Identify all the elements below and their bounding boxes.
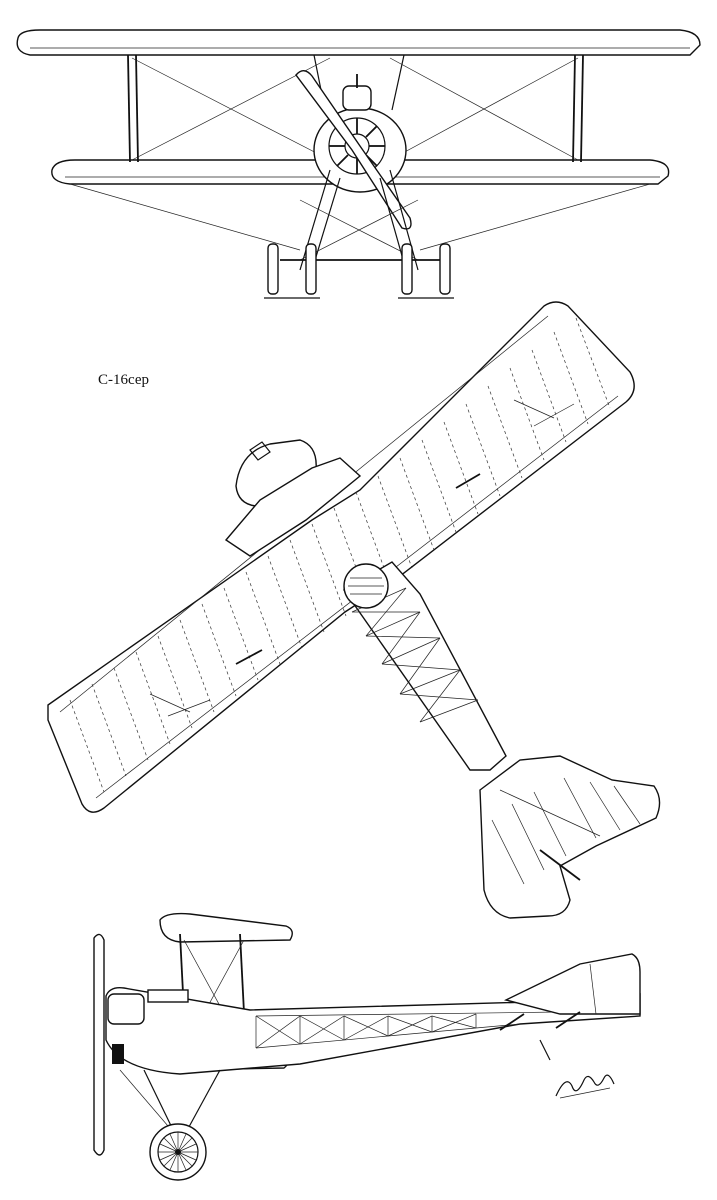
front-upper-wing <box>16 29 701 56</box>
top-view <box>47 301 661 919</box>
front-view <box>16 29 701 299</box>
top-view-tailplane <box>479 755 661 919</box>
front-propeller <box>295 70 412 230</box>
top-view-wing <box>47 301 635 813</box>
side-upper-wing <box>159 912 293 943</box>
side-propeller <box>93 933 105 1156</box>
artist-signature <box>555 1074 615 1099</box>
side-fin <box>503 953 641 1015</box>
side-view <box>93 912 641 1181</box>
aircraft-caption: C-16сер <box>98 372 149 388</box>
